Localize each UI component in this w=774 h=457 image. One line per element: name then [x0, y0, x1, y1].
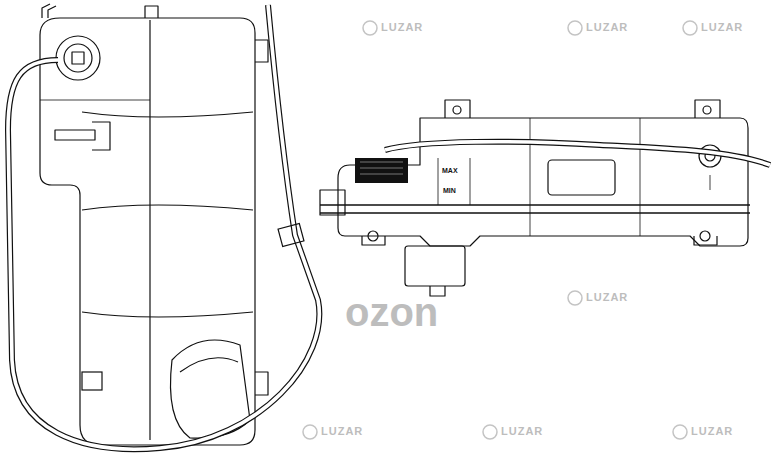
watermark: LUZAR	[586, 22, 628, 33]
watermark: LUZAR	[321, 426, 363, 437]
watermark: LUZAR	[691, 426, 733, 437]
right-hose	[385, 142, 770, 165]
watermark: LUZAR	[586, 292, 628, 303]
watermark-logos	[303, 21, 697, 439]
left-view	[40, 4, 268, 445]
watermark: LUZAR	[501, 426, 543, 437]
watermark: LUZAR	[381, 22, 423, 33]
right-cap	[355, 158, 408, 183]
watermark-logo: ozon	[345, 292, 438, 332]
watermark: LUZAR	[701, 22, 743, 33]
gauge-mark: MIN	[442, 186, 457, 195]
gauge-mark: MAX	[441, 166, 459, 175]
right-view	[320, 100, 750, 296]
left-hose	[8, 5, 319, 449]
